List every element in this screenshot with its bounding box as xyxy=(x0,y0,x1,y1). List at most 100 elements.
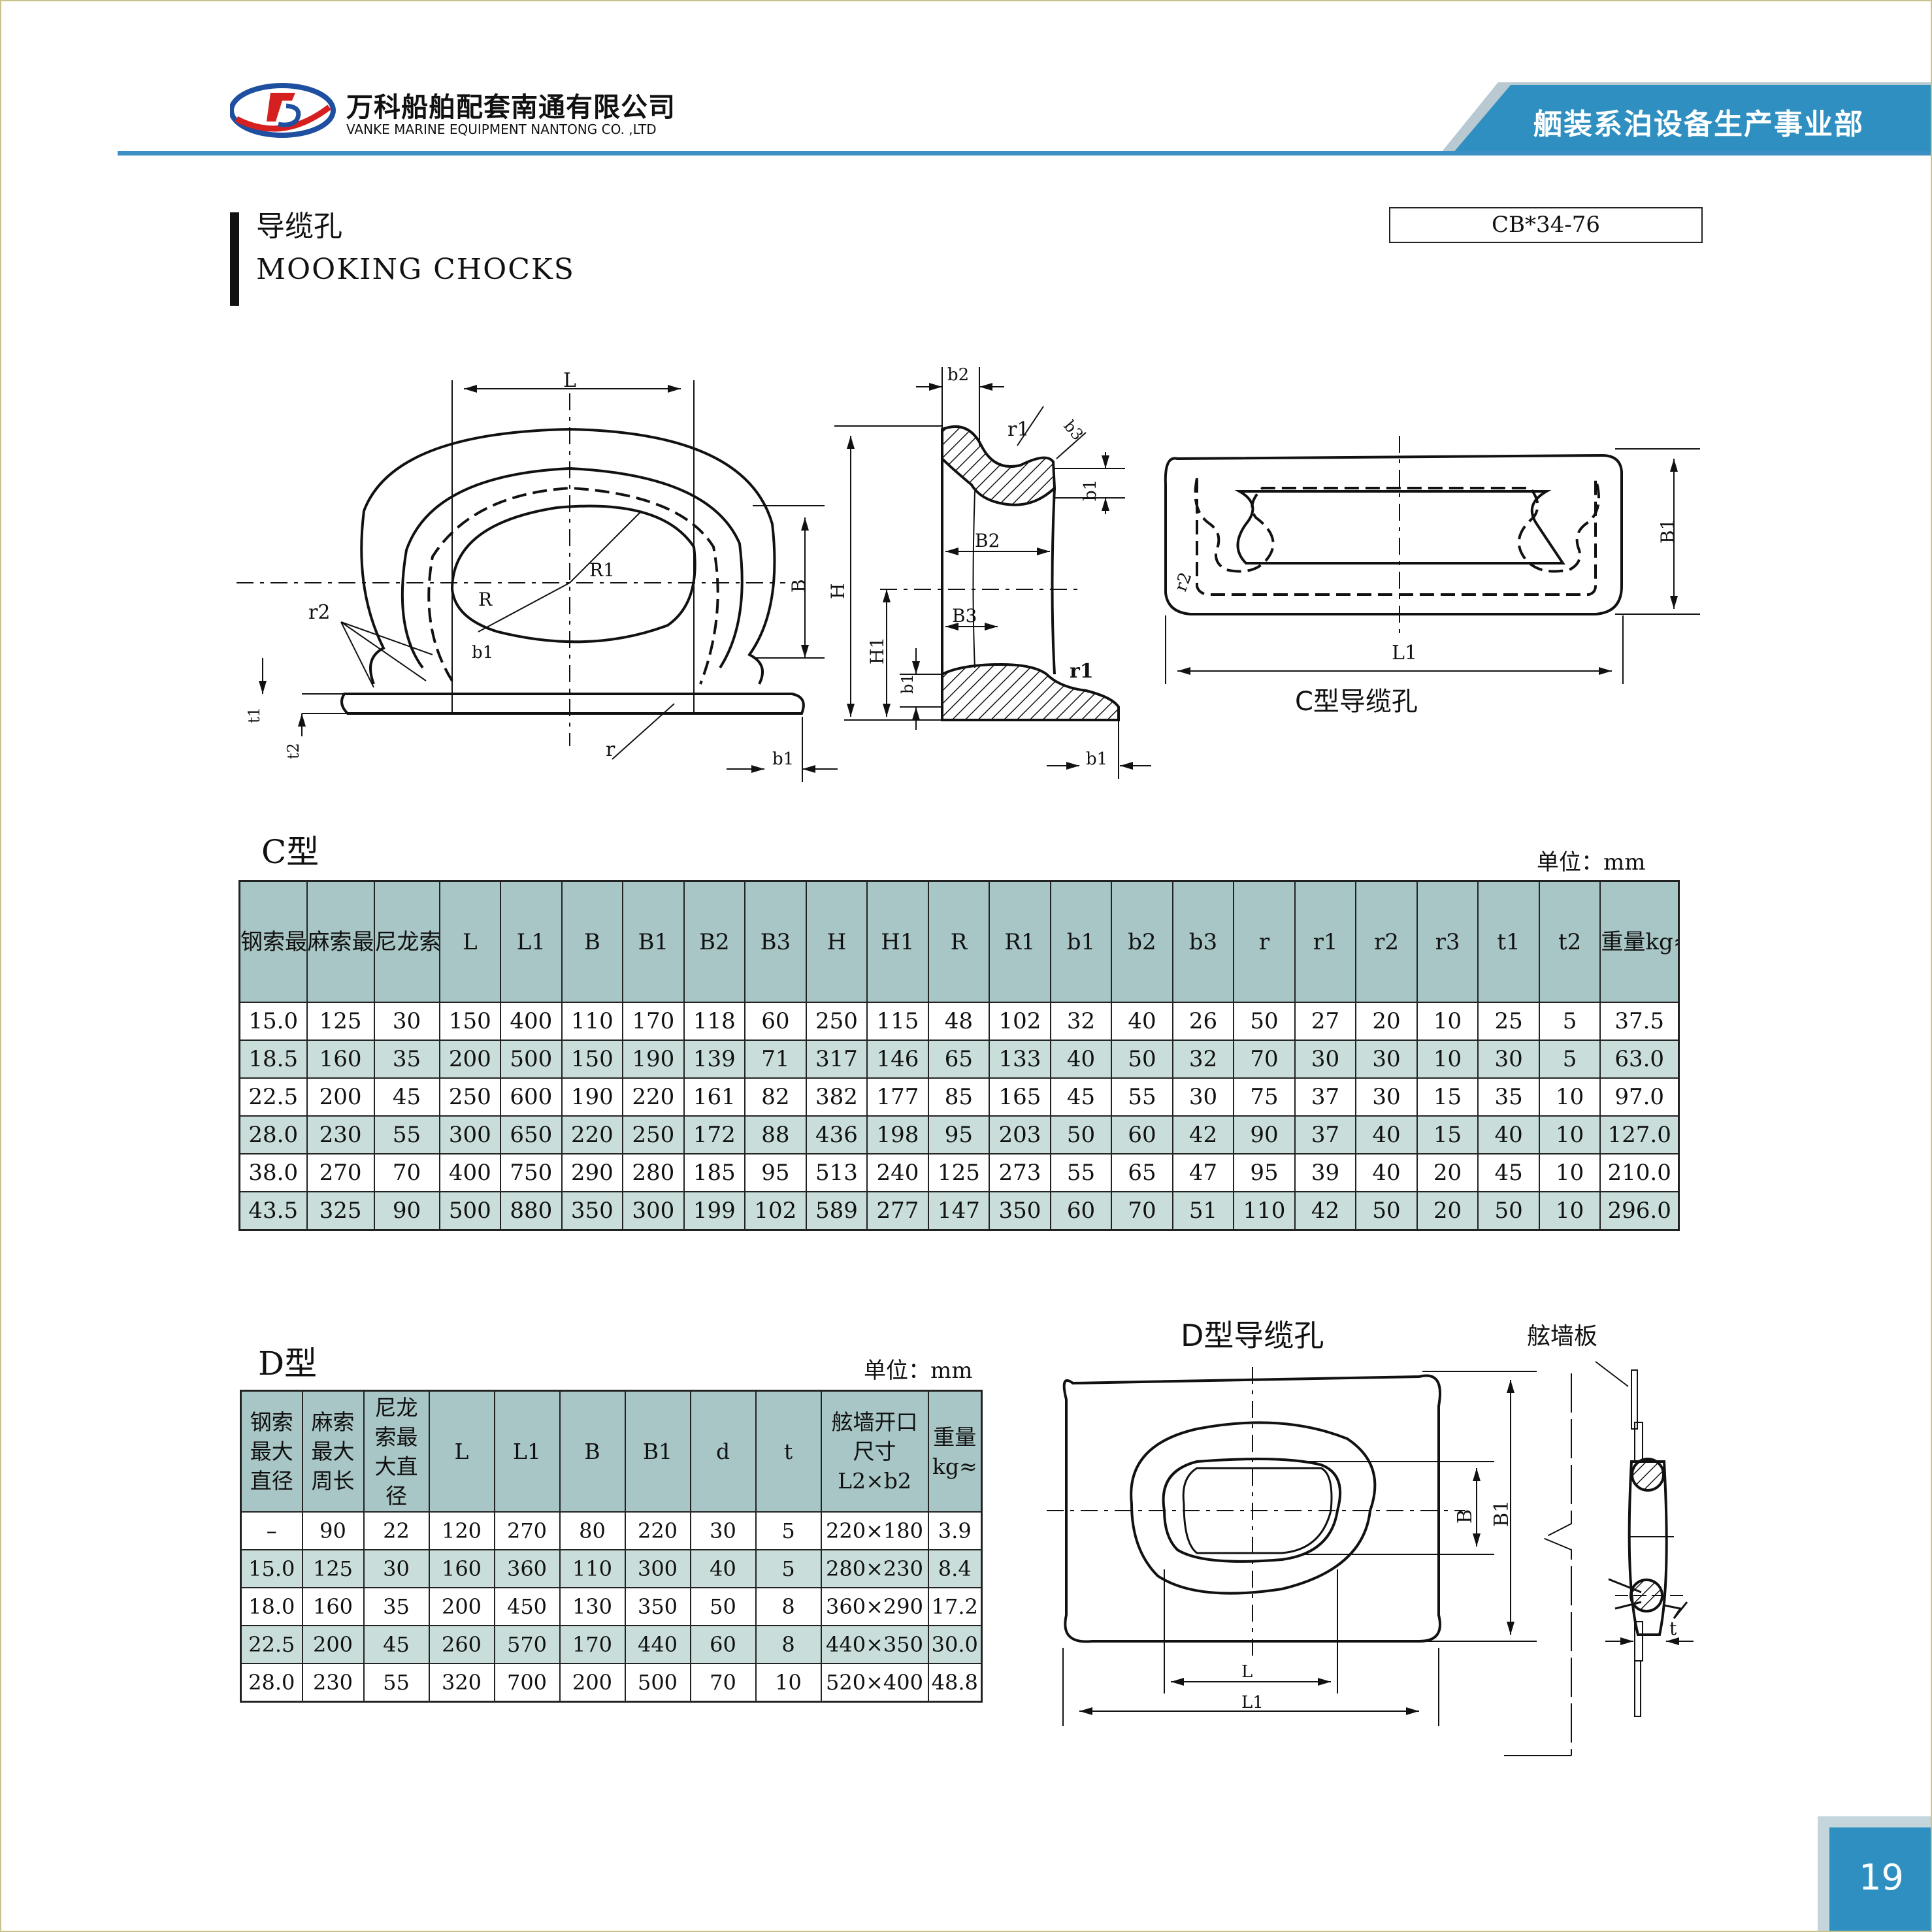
table-cell: 300 xyxy=(622,1191,685,1231)
table-cell: 190 xyxy=(561,1077,624,1117)
header-cell: B xyxy=(559,1390,626,1513)
table-cell: 198 xyxy=(866,1115,929,1154)
table-cell: 60 xyxy=(744,1002,807,1041)
header-cell: B1 xyxy=(624,1390,691,1513)
c-unit-label: 单位：mm xyxy=(1537,849,1646,876)
header-cell: B2 xyxy=(683,880,746,1003)
table-cell: 95 xyxy=(744,1153,807,1192)
table-cell: 700 xyxy=(493,1663,561,1703)
label-b1-front: b1 xyxy=(472,643,493,663)
table-cell: 880 xyxy=(500,1191,563,1231)
table-cell: 75 xyxy=(1233,1077,1296,1117)
header-cell: 尼龙索最 大直 径 xyxy=(373,880,440,1003)
header-cell: 重量kg≈ xyxy=(927,1390,983,1513)
table-cell: 230 xyxy=(301,1663,365,1703)
table-cell: 22 xyxy=(363,1511,430,1550)
table-cell: 600 xyxy=(500,1077,563,1117)
table-cell: 70 xyxy=(1233,1040,1296,1079)
table-cell: 115 xyxy=(866,1002,929,1041)
table-cell: 570 xyxy=(493,1625,561,1664)
table-cell: 146 xyxy=(866,1040,929,1079)
header-cell: B xyxy=(561,880,624,1003)
d-drawing-caption: D型导缆孔 xyxy=(1181,1318,1324,1353)
header-cell: t1 xyxy=(1477,880,1540,1003)
table-cell: 55 xyxy=(1111,1077,1173,1117)
table-cell: 45 xyxy=(1049,1077,1113,1117)
table-cell: 48.8 xyxy=(927,1663,983,1703)
label-r1: r1 xyxy=(1007,418,1029,441)
table-cell: 220×180 xyxy=(820,1511,929,1550)
header-rule xyxy=(118,151,1931,156)
table-cell: 30 xyxy=(689,1511,757,1550)
header-cell: 麻索最大周长 xyxy=(306,880,375,1003)
table-cell: 250 xyxy=(805,1002,868,1041)
table-cell: 10 xyxy=(1538,1077,1601,1117)
table-cell: 10 xyxy=(1538,1115,1601,1154)
table-cell: 40 xyxy=(1355,1115,1418,1154)
department-banner xyxy=(1453,85,1931,153)
table-cell: 127.0 xyxy=(1599,1115,1680,1154)
table-cell: 200 xyxy=(559,1663,626,1703)
table-cell: 60 xyxy=(1049,1191,1113,1231)
label-B: B xyxy=(788,579,810,593)
table-cell: – xyxy=(240,1511,303,1550)
table-cell: 30 xyxy=(1355,1040,1418,1079)
table-cell: 30 xyxy=(1477,1040,1540,1079)
header-cell: r3 xyxy=(1416,880,1479,1003)
table-cell: 382 xyxy=(805,1077,868,1117)
table-cell: 95 xyxy=(1233,1153,1296,1192)
header-cell: H xyxy=(805,880,868,1003)
header-cell: r1 xyxy=(1294,880,1357,1003)
table-cell: 3.9 xyxy=(927,1511,983,1550)
page-number: 19 xyxy=(1859,1857,1904,1898)
d-side-view xyxy=(1595,1361,1694,1717)
table-cell: 513 xyxy=(805,1153,868,1192)
label-b3: b3 xyxy=(1060,417,1087,444)
table-cell: 90 xyxy=(1233,1115,1296,1154)
label-r2-top: r2 xyxy=(1171,570,1196,594)
table-cell: 35 xyxy=(1477,1077,1540,1117)
c-top-view xyxy=(1164,436,1700,684)
table-cell: 22.5 xyxy=(240,1625,303,1664)
table-cell: 210.0 xyxy=(1599,1153,1680,1192)
table-cell: 8.4 xyxy=(927,1549,983,1588)
table-cell: 10 xyxy=(755,1663,822,1703)
table-cell: 150 xyxy=(561,1040,624,1079)
standard-code: CB*34-76 xyxy=(1389,207,1703,243)
label-H: H xyxy=(827,583,849,599)
table-cell: 70 xyxy=(373,1153,440,1192)
company-name-en: VANKE MARINE EQUIPMENT NANTONG CO. ,LTD xyxy=(346,122,657,137)
table-cell: 27 xyxy=(1294,1002,1357,1041)
table-cell: 10 xyxy=(1538,1153,1601,1192)
table-cell: 250 xyxy=(438,1077,502,1117)
table-cell: 50 xyxy=(1477,1191,1540,1231)
table-cell: 22.5 xyxy=(238,1077,308,1117)
table-cell: 250 xyxy=(622,1115,685,1154)
table-cell: 43.5 xyxy=(238,1191,308,1231)
c-front-view xyxy=(237,380,838,782)
table-cell: 45 xyxy=(373,1077,440,1117)
page-title-cn: 导缆孔 xyxy=(256,210,342,243)
page-number-badge xyxy=(1829,1827,1931,1931)
header-cell: R1 xyxy=(989,880,1051,1003)
table-cell: 220 xyxy=(622,1077,685,1117)
table-cell: 18.5 xyxy=(238,1040,308,1079)
table-cell: 90 xyxy=(301,1511,365,1550)
table-cell: 199 xyxy=(683,1191,746,1231)
table-cell: 125 xyxy=(306,1002,375,1041)
table-cell: 47 xyxy=(1171,1153,1235,1192)
table-cell: 110 xyxy=(559,1549,626,1588)
table-cell: 589 xyxy=(805,1191,868,1231)
table-cell: 30 xyxy=(1355,1077,1418,1117)
table-cell: 18.0 xyxy=(240,1587,303,1626)
table-cell: 161 xyxy=(683,1077,746,1117)
label-d-L1: L1 xyxy=(1241,1693,1264,1712)
table-cell: 17.2 xyxy=(927,1587,983,1626)
table-cell: 185 xyxy=(683,1153,746,1192)
table-cell: 240 xyxy=(866,1153,929,1192)
